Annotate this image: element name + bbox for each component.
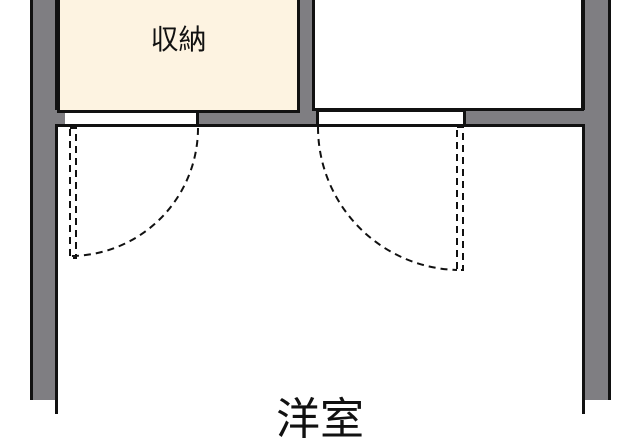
storage-door-opening [65,111,199,126]
storage-door-arc [69,127,199,257]
upper-right-door-leaf [456,126,464,271]
upper-right-room [312,0,584,111]
storage-door-leaf [69,127,77,259]
storage-room-label: 収納 [150,23,207,56]
storage-room: 収納 [57,0,300,113]
right-wall [582,0,611,400]
middle-partition-wall [297,0,315,125]
upper-right-door-opening [316,110,466,126]
upper-right-door-arc [317,126,458,271]
door-swings [69,126,464,271]
